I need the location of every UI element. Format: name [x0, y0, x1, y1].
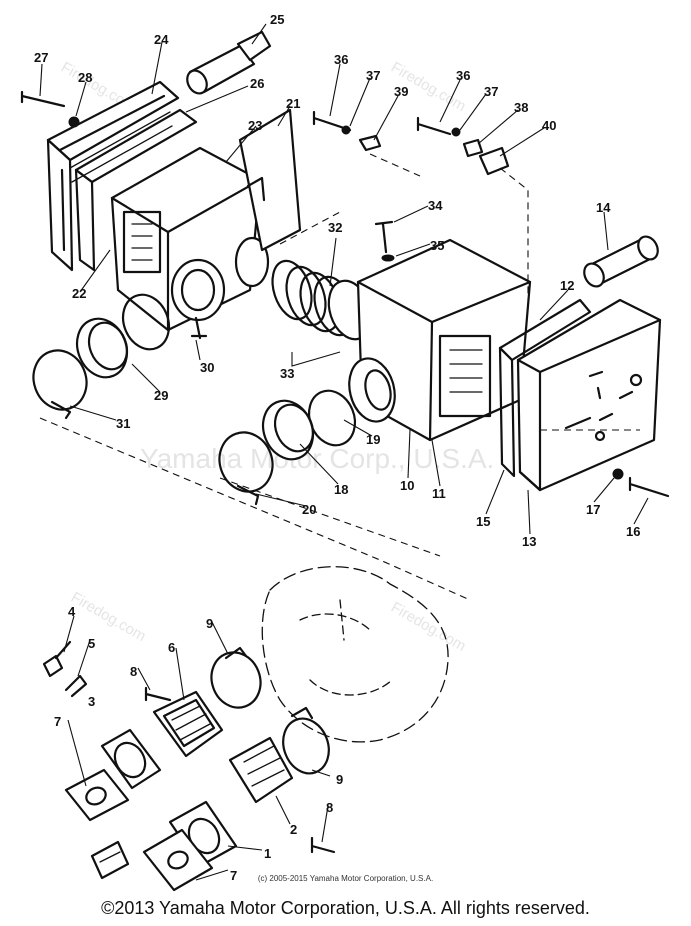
- callout-9-top: 9: [206, 616, 213, 631]
- part-4-clip: [42, 640, 72, 678]
- part-9-clamp-upper: [210, 646, 262, 709]
- callout-35: 35: [430, 238, 444, 253]
- part-ring-seal: [121, 293, 171, 351]
- part-21-plate: [238, 108, 302, 252]
- part-30-fitting: [190, 316, 208, 340]
- watermark-site-5: Firedog.com: [388, 599, 469, 655]
- callout-7-left: 7: [54, 714, 61, 729]
- watermark-site-4: Firedog.com: [68, 589, 149, 645]
- callout-numbers: 25 24 27 28 26 23 21 36 37 39 36 37 38 4…: [34, 12, 640, 883]
- callout-11: 11: [432, 486, 446, 501]
- callout-36-right: 36: [456, 68, 470, 83]
- part-36-bolt-right: [416, 116, 452, 136]
- callout-24: 24: [154, 32, 169, 47]
- copyright-footer: ©2013 Yamaha Motor Corporation, U.S.A. A…: [101, 898, 590, 918]
- small-copyright: (c) 2005-2015 Yamaha Motor Corporation, …: [257, 874, 434, 883]
- part-34-bolt: [374, 220, 394, 254]
- callout-7-right: 7: [230, 868, 237, 883]
- part-9-clamp-lower: [282, 706, 330, 775]
- part-20-clamp: [218, 431, 274, 506]
- callout-31: 31: [116, 416, 130, 431]
- part-2-reed-lower: [228, 736, 294, 804]
- part-8-bolt-lower: [310, 836, 336, 854]
- callout-25: 25: [270, 12, 284, 27]
- callout-1: 1: [264, 846, 271, 861]
- callout-27: 27: [34, 50, 48, 65]
- callout-16: 16: [626, 524, 640, 539]
- part-32-boot: [271, 259, 373, 341]
- callout-9-bottom: 9: [336, 772, 343, 787]
- callout-36-left: 36: [334, 52, 348, 67]
- part-10-reed-body: [348, 238, 532, 442]
- part-7-gasket-left: [64, 768, 130, 822]
- part-35-washer: [381, 254, 395, 262]
- part-6-reed-upper: [152, 690, 224, 758]
- part-29-ring: [75, 317, 129, 379]
- callout-10: 10: [400, 478, 414, 493]
- part-16-bolt: [628, 476, 670, 498]
- part-31-clamp: [32, 349, 88, 420]
- part-3-tag: [90, 840, 130, 880]
- callout-34: 34: [428, 198, 443, 213]
- callout-6: 6: [168, 640, 175, 655]
- callout-23: 23: [248, 118, 262, 133]
- part-25-tube: [186, 30, 272, 95]
- leader-lines: [39, 23, 649, 881]
- part-24-filter-cover: [46, 80, 180, 272]
- part-39-nut: [358, 134, 382, 152]
- callout-19: 19: [366, 432, 380, 447]
- callout-40: 40: [542, 118, 556, 133]
- callout-29: 29: [154, 388, 168, 403]
- part-13-filter-cover: [516, 298, 662, 492]
- callout-21: 21: [286, 96, 300, 111]
- callout-37-right: 37: [484, 84, 498, 99]
- part-27-bolt: [20, 90, 66, 108]
- alignment-lines: [39, 153, 640, 601]
- part-23-reed-body: [110, 146, 270, 332]
- part-7-gasket-right: [142, 828, 214, 892]
- callout-18: 18: [334, 482, 348, 497]
- callout-37-left: 37: [366, 68, 380, 83]
- part-40-cap: [478, 146, 510, 176]
- engine-outline: [261, 566, 449, 743]
- callout-8-top: 8: [130, 664, 137, 679]
- callout-30: 30: [200, 360, 214, 375]
- part-15-gasket: [498, 298, 592, 478]
- callout-28: 28: [78, 70, 92, 85]
- callout-32: 32: [328, 220, 342, 235]
- watermark-main: Yamaha Motor Corp., U.S.A.: [140, 443, 494, 474]
- callout-26: 26: [250, 76, 264, 91]
- callout-17: 17: [586, 502, 600, 517]
- callout-2: 2: [290, 822, 297, 837]
- part-38-nut: [462, 138, 484, 158]
- callout-13: 13: [522, 534, 536, 549]
- callout-12: 12: [560, 278, 574, 293]
- callout-33: 33: [280, 366, 294, 381]
- callout-3: 3: [88, 694, 95, 709]
- callout-38: 38: [514, 100, 528, 115]
- callout-15: 15: [476, 514, 490, 529]
- callout-39: 39: [394, 84, 408, 99]
- part-5-clip: [64, 674, 88, 698]
- callout-8-bottom: 8: [326, 800, 333, 815]
- callout-14: 14: [596, 200, 611, 215]
- part-14-tube: [583, 235, 659, 288]
- part-17-washer: [612, 468, 624, 480]
- part-8-bolt-top: [144, 686, 172, 702]
- callout-4: 4: [68, 604, 76, 619]
- part-37-washer-left: [341, 125, 351, 135]
- callout-22: 22: [72, 286, 86, 301]
- part-manifold-left: [100, 728, 162, 790]
- part-26-gasket: [74, 108, 198, 272]
- callout-5: 5: [88, 636, 95, 651]
- part-28-washer: [68, 116, 80, 128]
- callout-20: 20: [302, 502, 316, 517]
- part-37-washer-right: [451, 127, 461, 137]
